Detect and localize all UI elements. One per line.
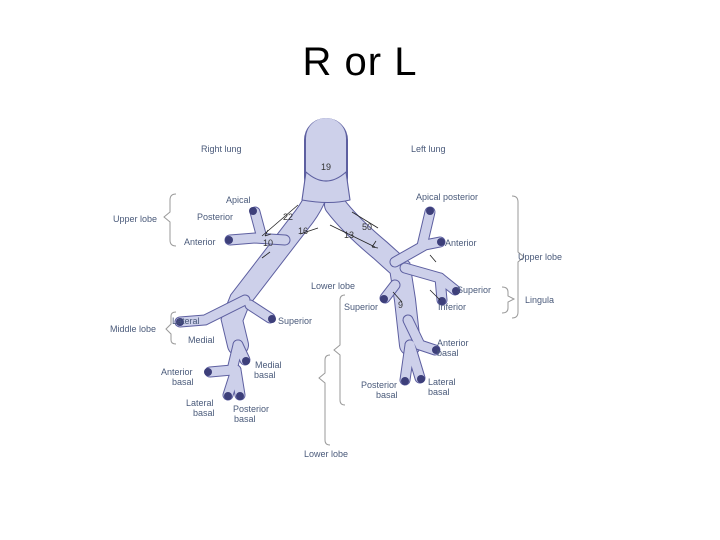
label-left-superior: Superior — [344, 302, 378, 312]
label-right-lateral-basal-1: Lateral — [186, 398, 214, 408]
label-right-apical: Apical — [226, 195, 251, 205]
label-right-lower-lobe: Lower lobe — [304, 449, 348, 459]
label-right-anterior-basal-1: Anterior — [161, 367, 193, 377]
label-right-medial: Medial — [188, 335, 215, 345]
measure-right-angle: 22 — [283, 212, 293, 222]
label-left-lateral-basal-1: Lateral — [428, 377, 456, 387]
label-left-anterior: Anterior — [445, 238, 477, 248]
label-left-apical-posterior: Apical posterior — [416, 192, 478, 202]
right-branches — [174, 206, 291, 401]
left-branches — [379, 206, 461, 386]
label-left-upper-lobe: Upper lobe — [518, 252, 562, 262]
label-left-anterior-basal-2: basal — [437, 348, 459, 358]
measurement-arrows — [261, 204, 441, 303]
label-right-superior: Superior — [278, 316, 312, 326]
measure-left-angle: 50 — [362, 222, 372, 232]
slide-title: R or L — [302, 40, 418, 84]
measure-left-lower: 9 — [398, 300, 403, 310]
label-right-middle-lobe: Middle lobe — [110, 324, 156, 334]
label-left-lung: Left lung — [411, 144, 446, 154]
label-left-anterior-basal-1: Anterior — [437, 338, 469, 348]
label-right-lateral: Lateral — [172, 316, 200, 326]
label-left-inferior: Inferior — [438, 302, 466, 312]
measure-right-upper: 10 — [263, 238, 273, 248]
label-left-posterior-basal-1: Posterior — [361, 380, 397, 390]
label-right-posterior-basal-1: Posterior — [233, 404, 269, 414]
brackets — [163, 193, 525, 446]
label-right-medial-basal-2: basal — [254, 370, 276, 380]
label-left-lateral-basal-2: basal — [428, 387, 450, 397]
label-right-medial-basal-1: Medial — [255, 360, 282, 370]
label-right-upper-lobe: Upper lobe — [113, 214, 157, 224]
label-left-superior-lingula: Superior — [457, 285, 491, 295]
measure-trachea: 19 — [321, 162, 331, 172]
label-left-lingula: Lingula — [525, 295, 554, 305]
label-right-posterior: Posterior — [197, 212, 233, 222]
measure-left-main: 13 — [344, 230, 354, 240]
label-right-anterior: Anterior — [184, 237, 216, 247]
measure-right-main: 16 — [298, 226, 308, 236]
label-right-anterior-basal-2: basal — [172, 377, 194, 387]
label-right-posterior-basal-2: basal — [234, 414, 256, 424]
label-right-lateral-basal-2: basal — [193, 408, 215, 418]
label-left-lower-lobe: Lower lobe — [311, 281, 355, 291]
label-right-lung: Right lung — [201, 144, 242, 154]
label-left-posterior-basal-2: basal — [376, 390, 398, 400]
